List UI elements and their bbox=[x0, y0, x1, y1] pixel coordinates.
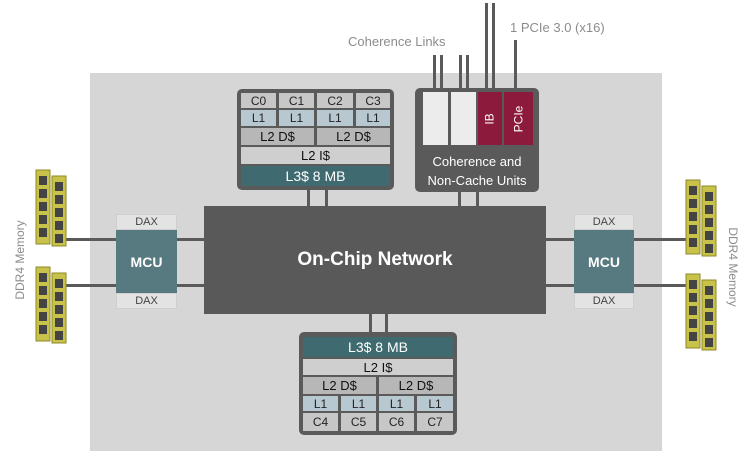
l2-data-cache: L2 D$ bbox=[317, 128, 390, 145]
infiniband-slot: IB bbox=[478, 92, 502, 145]
l1-cache: L1 bbox=[417, 396, 453, 411]
core-c2: C2 bbox=[317, 93, 353, 108]
cluster-network-link bbox=[325, 190, 328, 206]
dax-unit: DAX bbox=[116, 214, 177, 230]
mcu-network-link bbox=[546, 284, 574, 287]
memory-channel-wire bbox=[634, 284, 686, 287]
pcie-slot-label: PCIe bbox=[511, 105, 526, 132]
coherence-link-wire bbox=[466, 55, 469, 89]
l2-instruction-cache: L2 I$ bbox=[241, 147, 390, 164]
core-c5: C5 bbox=[341, 413, 376, 431]
core-c1: C1 bbox=[279, 93, 314, 108]
ib-slot-label: IB bbox=[483, 112, 497, 125]
memory-controller-unit: MCU bbox=[574, 230, 634, 293]
cluster-network-link bbox=[385, 314, 388, 332]
on-chip-network: On-Chip Network bbox=[204, 206, 546, 314]
l1-cache: L1 bbox=[317, 110, 353, 126]
l3-cache: L3$ 8 MB bbox=[303, 337, 453, 357]
coherence-network-link bbox=[476, 192, 479, 206]
l2-data-cache: L2 D$ bbox=[241, 128, 314, 145]
ddr4-dimm-icon bbox=[35, 266, 67, 344]
coherence-links-label: Coherence Links bbox=[348, 34, 446, 49]
pcie-link-wire bbox=[514, 40, 517, 89]
core-c7: C7 bbox=[417, 413, 453, 431]
mcu-network-link bbox=[546, 238, 574, 241]
memory-label-right: DDR4 Memory bbox=[726, 227, 740, 307]
pcie-label: 1 PCIe 3.0 (x16) bbox=[510, 20, 605, 35]
ddr4-dimm-icon bbox=[35, 169, 67, 247]
memory-channel-wire bbox=[66, 284, 116, 287]
pcie-link-wire bbox=[485, 3, 488, 89]
dax-unit: DAX bbox=[574, 214, 634, 230]
l2-data-cache: L2 D$ bbox=[303, 377, 376, 394]
ddr4-dimm-icon bbox=[685, 273, 717, 351]
io-slot-empty bbox=[451, 92, 476, 145]
core-c0: C0 bbox=[241, 93, 276, 108]
l2-instruction-cache: L2 I$ bbox=[303, 359, 453, 375]
core-c6: C6 bbox=[379, 413, 414, 431]
core-c4: C4 bbox=[303, 413, 338, 431]
l1-cache: L1 bbox=[379, 396, 414, 411]
l1-cache: L1 bbox=[241, 110, 276, 126]
l1-cache: L1 bbox=[303, 396, 338, 411]
memory-channel-wire bbox=[634, 238, 686, 241]
mcu-network-link bbox=[177, 238, 204, 241]
pcie-slot: PCIe bbox=[504, 92, 533, 145]
pcie-link-wire bbox=[492, 3, 495, 89]
coherence-unit-label-line1: Coherence and bbox=[432, 154, 522, 169]
l2-data-cache: L2 D$ bbox=[379, 377, 453, 394]
coherence-link-wire bbox=[440, 55, 443, 89]
dax-unit: DAX bbox=[574, 293, 634, 309]
memory-channel-wire bbox=[66, 238, 116, 241]
coherence-link-wire bbox=[459, 55, 462, 89]
l1-cache: L1 bbox=[356, 110, 390, 126]
coherence-link-wire bbox=[433, 55, 436, 89]
coherence-unit-label-line2: Non-Cache Units bbox=[427, 173, 527, 188]
cluster-network-link bbox=[369, 314, 372, 332]
memory-controller-unit: MCU bbox=[116, 230, 177, 293]
l3-cache: L3$ 8 MB bbox=[241, 166, 390, 186]
l1-cache: L1 bbox=[341, 396, 376, 411]
io-slot-empty bbox=[423, 92, 448, 145]
dax-unit: DAX bbox=[116, 293, 177, 309]
ddr4-dimm-icon bbox=[685, 179, 717, 257]
coherence-network-link bbox=[458, 192, 461, 206]
l1-cache: L1 bbox=[279, 110, 314, 126]
mcu-network-link bbox=[177, 284, 204, 287]
cluster-network-link bbox=[307, 190, 310, 206]
memory-label-left: DDR4 Memory bbox=[13, 220, 27, 300]
core-c3: C3 bbox=[356, 93, 390, 108]
